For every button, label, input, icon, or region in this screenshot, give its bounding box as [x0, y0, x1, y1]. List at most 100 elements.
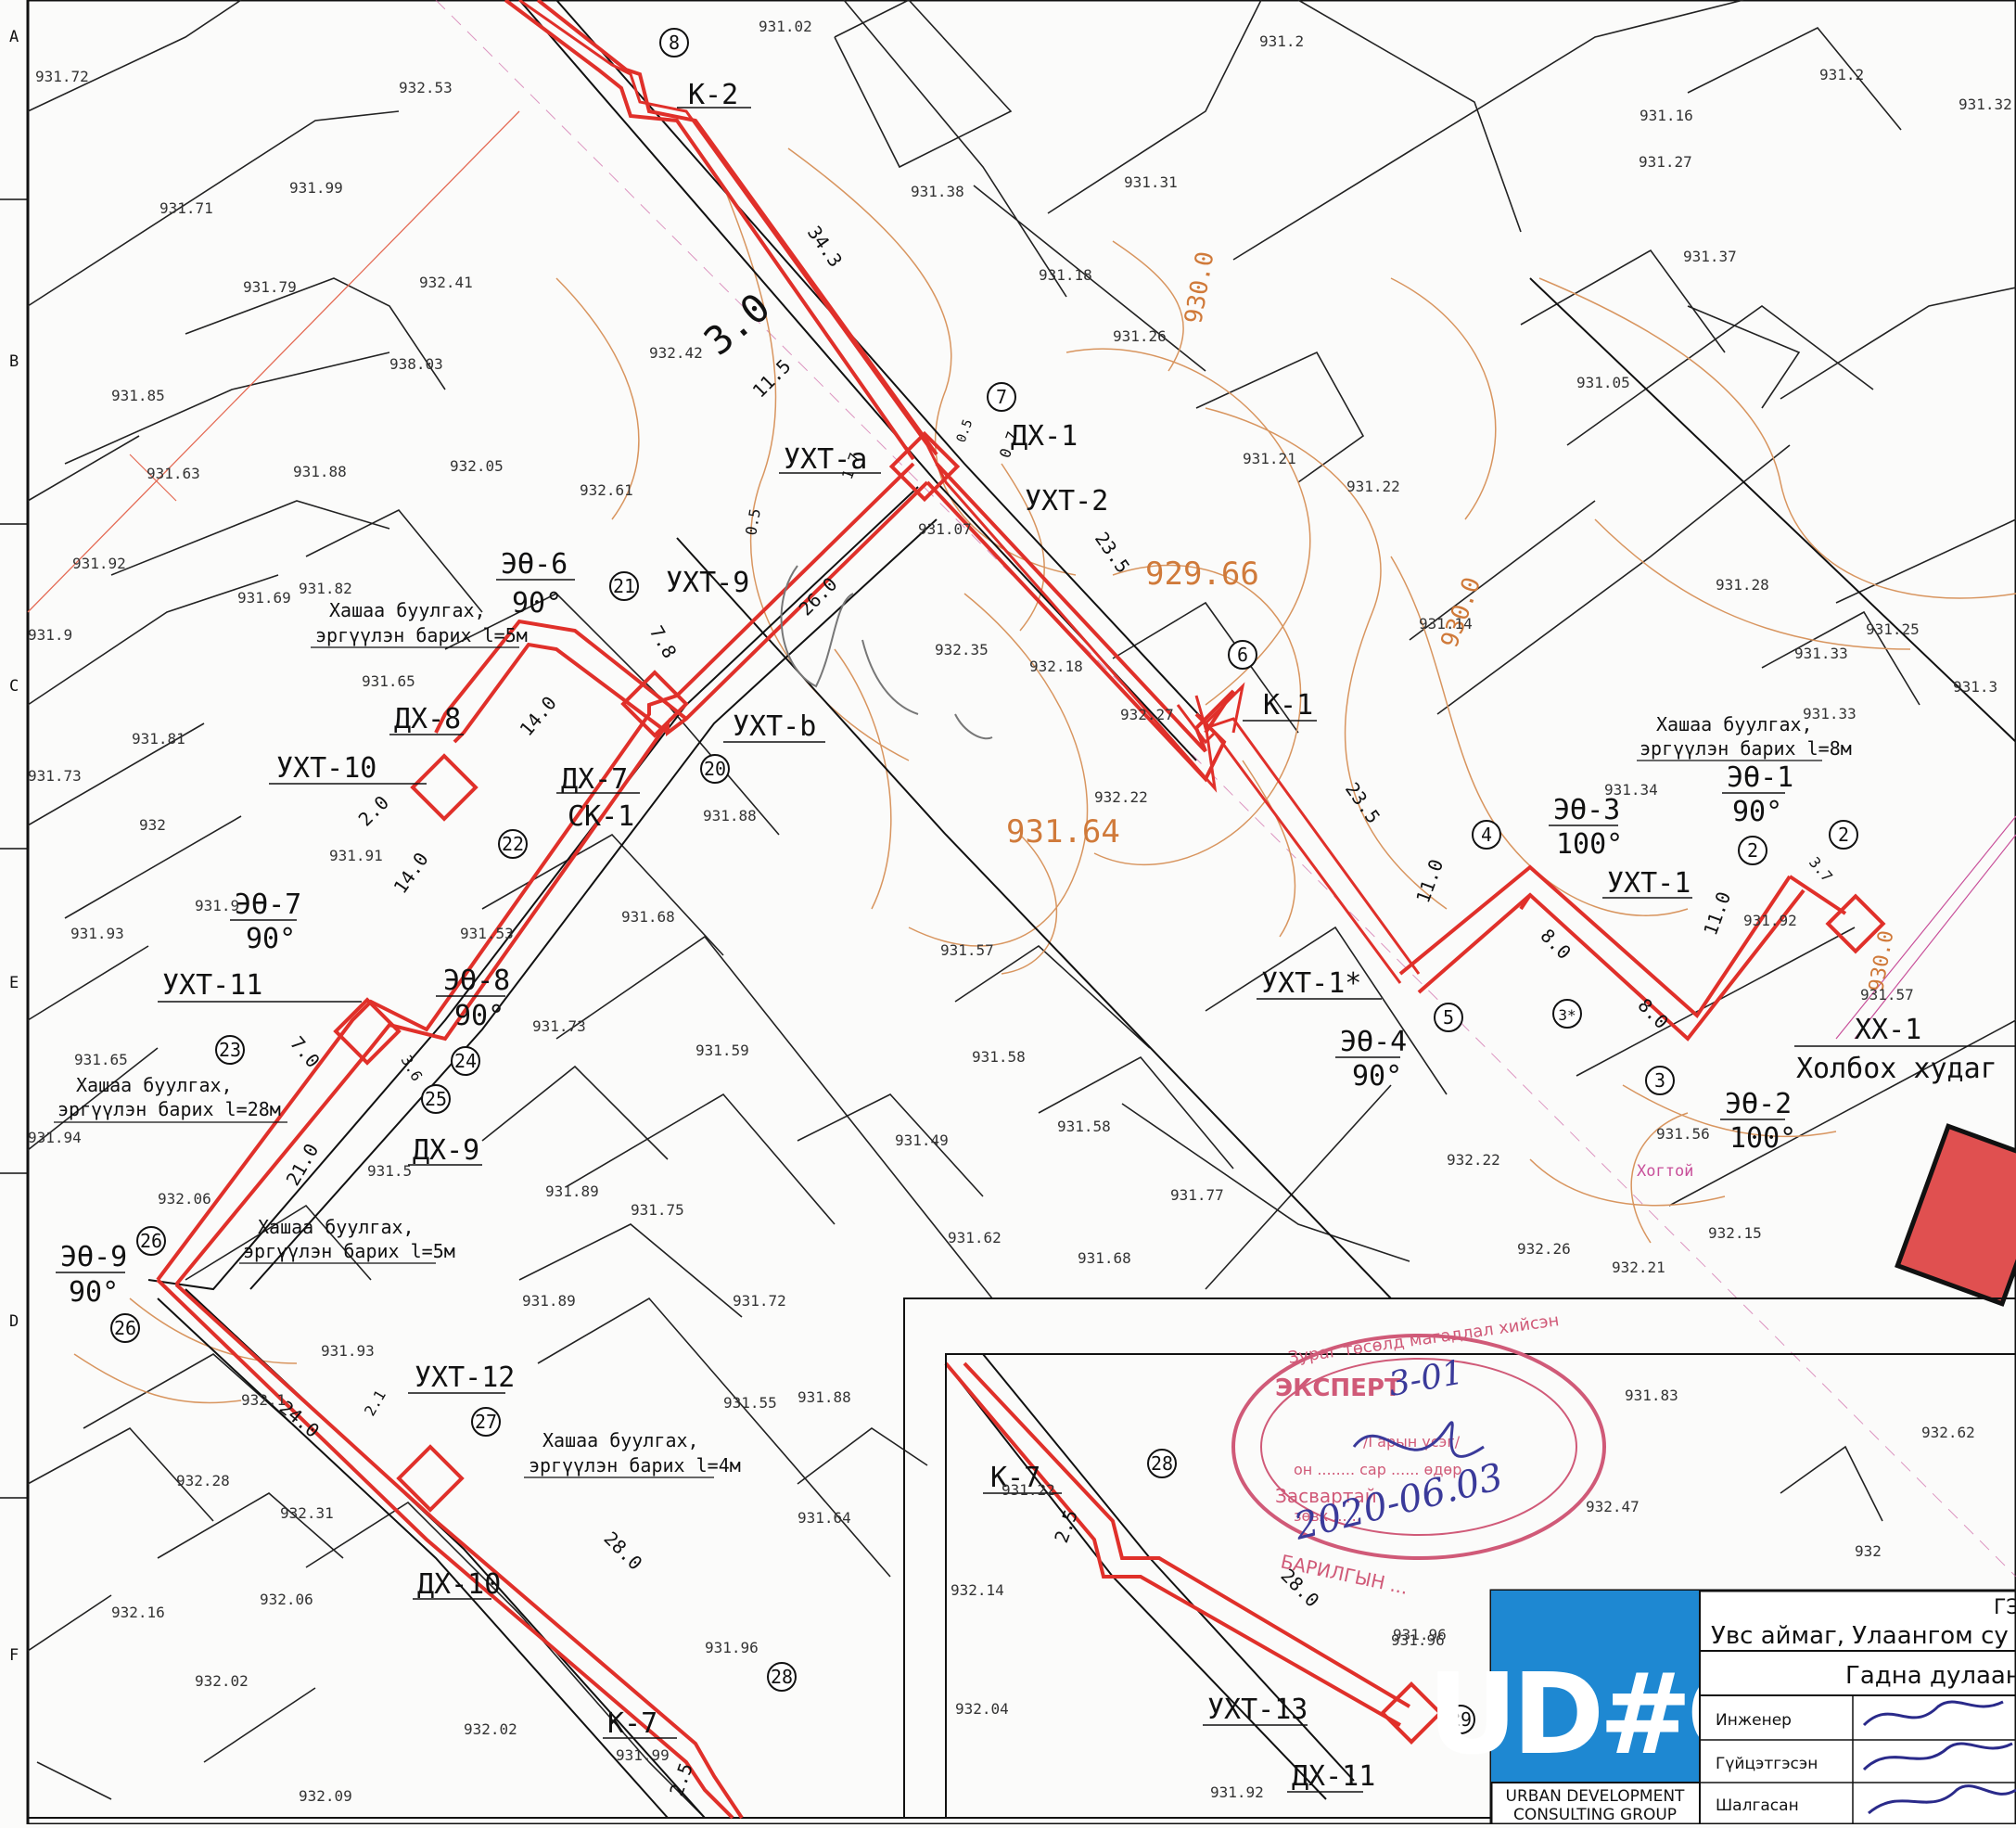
signature-checked: [1868, 1784, 2016, 1815]
spot-elevation: 931.99: [289, 179, 343, 197]
spot-elevation: 931.53: [460, 925, 514, 942]
label-k2: К-2: [688, 79, 738, 111]
inset-frame: [903, 1297, 2016, 1818]
label-eo2: ЭӨ-2: [1725, 1088, 1792, 1120]
label-eo2-angle: 100°: [1729, 1122, 1796, 1155]
spot-elevation: 931.25: [1866, 620, 1920, 638]
spot-elevation: 931.89: [522, 1292, 576, 1310]
spot-elevation: 931.22: [1346, 478, 1400, 495]
dim-20: 23.5: [1341, 778, 1384, 827]
spot-elevation: 931.2: [1819, 66, 1864, 83]
label-uxt10: УХТ-10: [276, 752, 376, 785]
spot-elevation: 931.58: [1057, 1118, 1111, 1135]
spot-elevation: 931.05: [1576, 374, 1630, 391]
node-3-star: 3*: [1558, 1006, 1576, 1024]
spot-elevation: 932.41: [419, 274, 473, 291]
role-checked: Шалгасан: [1716, 1796, 1799, 1815]
node-markers: [110, 28, 1858, 1734]
pencil-scribble: [780, 565, 993, 740]
spot-elevation: 932: [139, 816, 166, 834]
stamp-line2: /Гарын үсэг/: [1363, 1433, 1461, 1451]
label-uxt-b: УХТ-b: [733, 710, 816, 743]
stamp-expert: ЭКСПЕРТ: [1275, 1374, 1401, 1402]
title-project: Увс аймаг, Улаангом су: [1711, 1622, 2009, 1650]
spot-elevation: 932.42: [649, 344, 703, 362]
dim-5: 0.7: [996, 429, 1022, 461]
spot-elevation: 931.28: [1716, 576, 1769, 594]
label-dx11: ДХ-11: [1292, 1760, 1375, 1793]
spot-elevation: 932.62: [1921, 1424, 1975, 1441]
heat-source-building: [1895, 1123, 2016, 1307]
label-eo6-angle: 90°: [512, 587, 562, 620]
label-k7-inset: К-7: [990, 1462, 1040, 1494]
spot-elevation: 931.37: [1683, 248, 1737, 265]
spot-elevation: 932.22: [1447, 1151, 1500, 1169]
spot-elevation: 932.06: [260, 1591, 313, 1608]
spot-elevation: 932: [1855, 1542, 1882, 1560]
spot-elevation: 931.94: [28, 1129, 82, 1146]
scribble-note: Хогтой: [1637, 1162, 1693, 1181]
contour-label-2: 930.0: [1435, 574, 1486, 652]
node-20: 20: [704, 758, 726, 780]
title-corner-code: ГЭ: [1994, 1596, 2016, 1619]
spot-elevation: 931.58: [972, 1048, 1026, 1066]
stamp-line3: он ........ сар ...... өдөр: [1294, 1461, 1461, 1478]
note-1-line1: Хашаа буулгах,: [329, 599, 486, 621]
label-eo1-angle: 90°: [1732, 796, 1782, 828]
label-dx7: ДХ-7: [561, 763, 628, 796]
spot-elevation: 931.72: [35, 68, 89, 85]
left-scale-bar: [0, 198, 28, 1499]
spot-elevation: 932.05: [450, 457, 504, 475]
company-logo: [1491, 1591, 1700, 1783]
spot-elevation: 931.69: [237, 589, 291, 607]
node-4: 4: [1481, 824, 1492, 846]
spot-elevation: 931.72: [733, 1292, 786, 1310]
label-xx1: ХХ-1: [1855, 1014, 1921, 1046]
node-25: 25: [425, 1088, 447, 1110]
spot-elevation: 931.63: [147, 465, 200, 482]
dim-7: 23.5: [1091, 528, 1134, 577]
spot-elevation: 931.32: [1959, 96, 2012, 113]
spot-elevation: 932.02: [464, 1720, 517, 1738]
label-eo3: ЭӨ-3: [1553, 794, 1620, 826]
spot-elevation: 931.38: [911, 183, 964, 200]
node-7: 7: [996, 386, 1007, 408]
fence-notes: Хашаа буулгах, эргүүлэн барих l=5м Хашаа…: [54, 599, 1852, 1478]
signature-engineer: [1862, 1700, 2004, 1727]
spot-elevation: 931.96: [705, 1639, 759, 1656]
node-8: 8: [669, 32, 680, 54]
dim-28: 0.5: [954, 417, 976, 444]
spot-elevation: 931.96: [1391, 1631, 1445, 1649]
spot-elevation: 931.77: [1170, 1186, 1224, 1204]
node-6: 6: [1237, 644, 1248, 666]
spot-elevation: 932.27: [1120, 706, 1174, 723]
spot-elevation: 931.49: [895, 1131, 949, 1149]
company-name-line2: CONSULTING GROUP: [1513, 1806, 1677, 1824]
note-2-line1: Хашаа буулгах,: [76, 1074, 233, 1096]
spot-elevation: 931.82: [299, 580, 352, 597]
dim-26: 2.5: [1050, 1507, 1082, 1546]
spot-elevation: 932.31: [280, 1504, 334, 1522]
dim-25: 3.7: [1805, 853, 1836, 885]
spot-elevation: 931.34: [1604, 781, 1658, 799]
label-uxt13: УХТ-13: [1207, 1694, 1308, 1726]
spot-elevation: 932.1: [241, 1391, 286, 1409]
spot-elevation: 931.99: [616, 1746, 670, 1764]
spot-elevation: 931.88: [293, 463, 347, 480]
dim-11: 2.0: [354, 791, 394, 831]
note-4-line2: эргүүлэн барих l=4м: [529, 1454, 741, 1476]
title-sheet: Гадна дулааны: [1845, 1662, 2016, 1690]
company-name-line1: URBAN DEVELOPMENT: [1506, 1787, 1685, 1806]
spot-elevation: 931.27: [1639, 153, 1692, 171]
spot-elevation: 931.64: [797, 1509, 851, 1527]
spot-elevation: 931.83: [1625, 1387, 1678, 1404]
stamp-line4: Засвартай: [1275, 1485, 1377, 1507]
pipe-labels: К-2 ДХ-1 УХТ-а УХТ-2 ЭӨ-6 90° УХТ-9 УХТ-…: [56, 79, 2016, 1793]
survey-lines: [27, 0, 2016, 1578]
spot-elevation: 931.33: [1803, 705, 1857, 722]
dim-14: 3.6: [398, 1053, 427, 1085]
spot-elevation: 931.33: [1794, 645, 1848, 662]
note-3-line2: эргүүлэн барих l=5м: [243, 1240, 455, 1262]
